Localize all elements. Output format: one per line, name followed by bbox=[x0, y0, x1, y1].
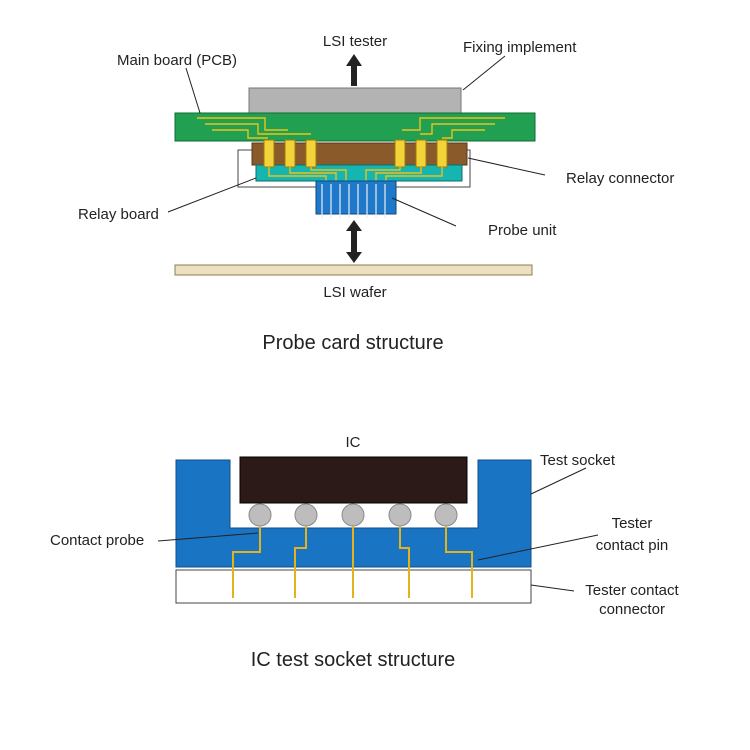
relay-connector bbox=[251, 142, 468, 166]
probe-card-diagram: LSI tester Main board (PCB) Fixing imple… bbox=[78, 33, 674, 354]
probe-card-title: Probe card structure bbox=[262, 332, 443, 354]
main-board-pcb bbox=[174, 112, 536, 142]
relay-connector-label: Relay connector bbox=[566, 170, 674, 187]
contact-probe-label: Contact probe bbox=[50, 532, 144, 549]
lsi-wafer bbox=[174, 264, 533, 276]
ic-chip bbox=[239, 456, 468, 504]
tester-contact-connector-label-line1: Tester contact bbox=[585, 582, 679, 599]
main-board-label: Main board (PCB) bbox=[117, 52, 237, 69]
ic-label: IC bbox=[346, 434, 361, 451]
fixing-implement-label: Fixing implement bbox=[463, 39, 577, 56]
probe-unit bbox=[315, 180, 397, 215]
ic-solder-balls bbox=[248, 503, 458, 527]
lsi-wafer-label: LSI wafer bbox=[323, 284, 386, 301]
contact-pins bbox=[232, 526, 473, 598]
tester-contact-pin-label-line1: Tester bbox=[612, 515, 653, 532]
relay-board-traces bbox=[268, 167, 443, 183]
tester-contact-pin-label-line2: contact pin bbox=[596, 537, 669, 554]
relay-pins bbox=[263, 139, 448, 168]
pcb-traces bbox=[197, 117, 505, 139]
fixing-implement bbox=[248, 87, 462, 115]
tester-contact-connector-label-line2: connector bbox=[599, 601, 665, 618]
contact-double-arrow bbox=[346, 220, 362, 263]
probe-needles bbox=[321, 184, 386, 218]
lsi-tester-label: LSI tester bbox=[323, 33, 387, 50]
test-socket-label: Test socket bbox=[540, 452, 616, 469]
relay-board-label: Relay board bbox=[78, 206, 159, 223]
probe-unit-label: Probe unit bbox=[488, 222, 557, 239]
ic-socket-diagram: IC Test socket Contact probe Tester cont… bbox=[50, 434, 680, 671]
tester-up-arrow bbox=[346, 54, 362, 86]
ic-socket-title: IC test socket structure bbox=[251, 649, 456, 671]
